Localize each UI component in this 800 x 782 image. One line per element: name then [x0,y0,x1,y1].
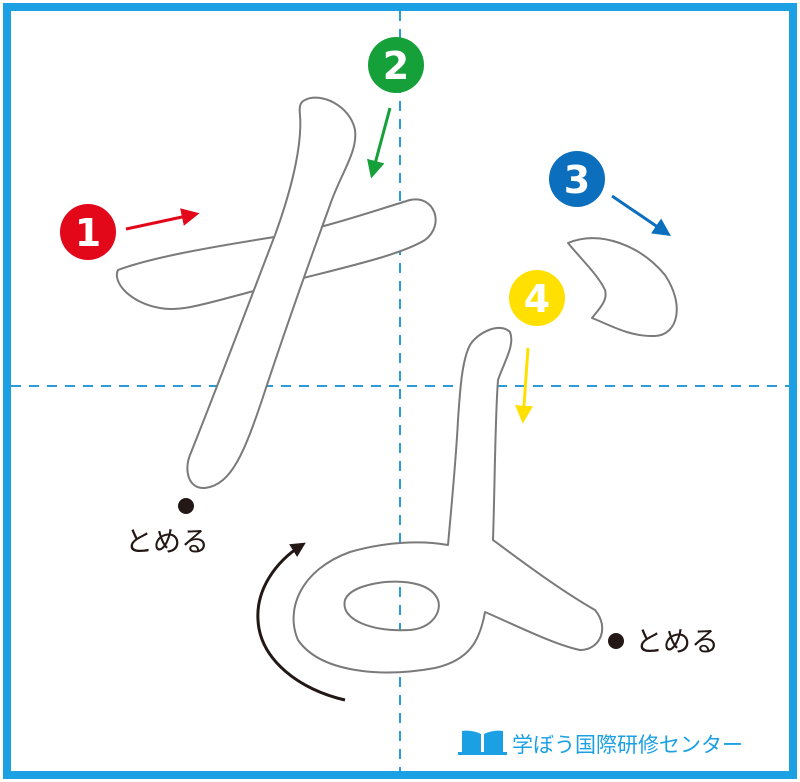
step-marker-3: 3 [549,151,605,207]
logo: 学ぼう国際研修センター [458,730,743,757]
step-marker-2: 2 [368,37,424,93]
step-marker-4: 4 [509,270,565,326]
step-4-direction-arrow [515,347,533,424]
step-1-direction-arrow [125,208,200,231]
step-3-direction-arrow [611,194,671,237]
character-stroke-2 [186,96,357,490]
loop-direction-arrow [256,542,346,702]
step-number-2: 2 [383,44,409,88]
character-stroke-4 [292,326,604,674]
outer-frame [3,3,797,779]
logo-text: 学ぼう国際研修センター [512,733,743,757]
step-number-1: 1 [75,211,101,255]
step-number-4: 4 [524,277,550,321]
character-stroke-3 [567,237,678,338]
stop-dot-left [178,498,194,514]
open-book-icon [458,730,507,755]
step-marker-1: 1 [60,204,116,260]
stop-label-left: とめる [125,525,209,558]
step-2-direction-arrow [367,107,392,179]
stop-label-right: とめる [635,625,719,658]
step-number-3: 3 [564,158,590,202]
stop-dot-right [608,633,624,649]
